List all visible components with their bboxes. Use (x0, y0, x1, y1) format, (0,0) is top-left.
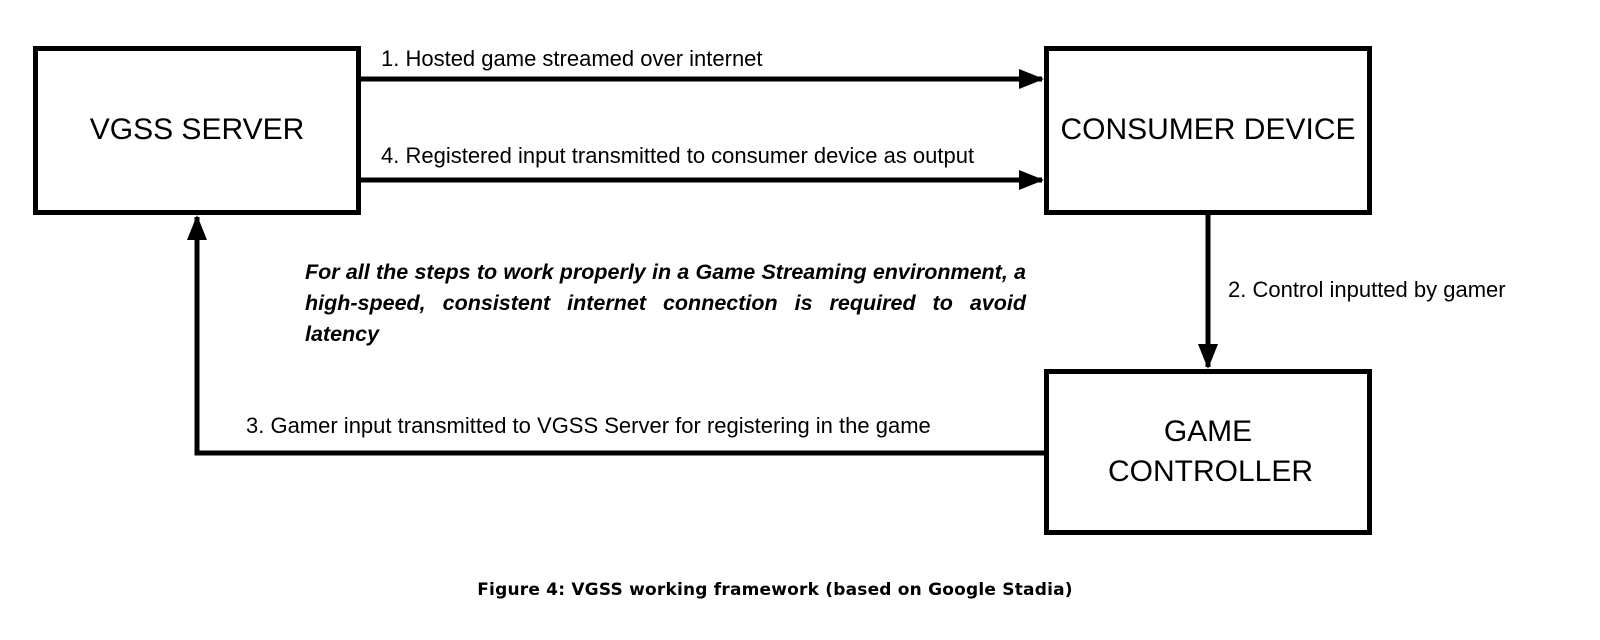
step3-label: 3. Gamer input transmitted to VGSS Serve… (246, 413, 931, 438)
game-controller-node: GAME CONTROLLER (1044, 369, 1372, 535)
consumer-device-label: CONSUMER DEVICE (1060, 113, 1356, 147)
figure-caption: Figure 4: VGSS working framework (based … (477, 580, 1073, 600)
step4-label: 4. Registered input transmitted to consu… (381, 143, 975, 168)
arrow-step3 (187, 214, 1044, 456)
game-controller-label: GAME CONTROLLER (1108, 414, 1314, 489)
vgss-server-node: VGSS SERVER (33, 46, 361, 215)
consumer-device-node: CONSUMER DEVICE (1044, 46, 1372, 215)
step2-label: 2. Control inputted by gamer (1228, 277, 1506, 302)
vgss-server-label: VGSS SERVER (89, 113, 305, 147)
latency-note: For all the steps to work properly in a … (305, 260, 1026, 346)
step1-label: 1. Hosted game streamed over internet (381, 46, 763, 71)
